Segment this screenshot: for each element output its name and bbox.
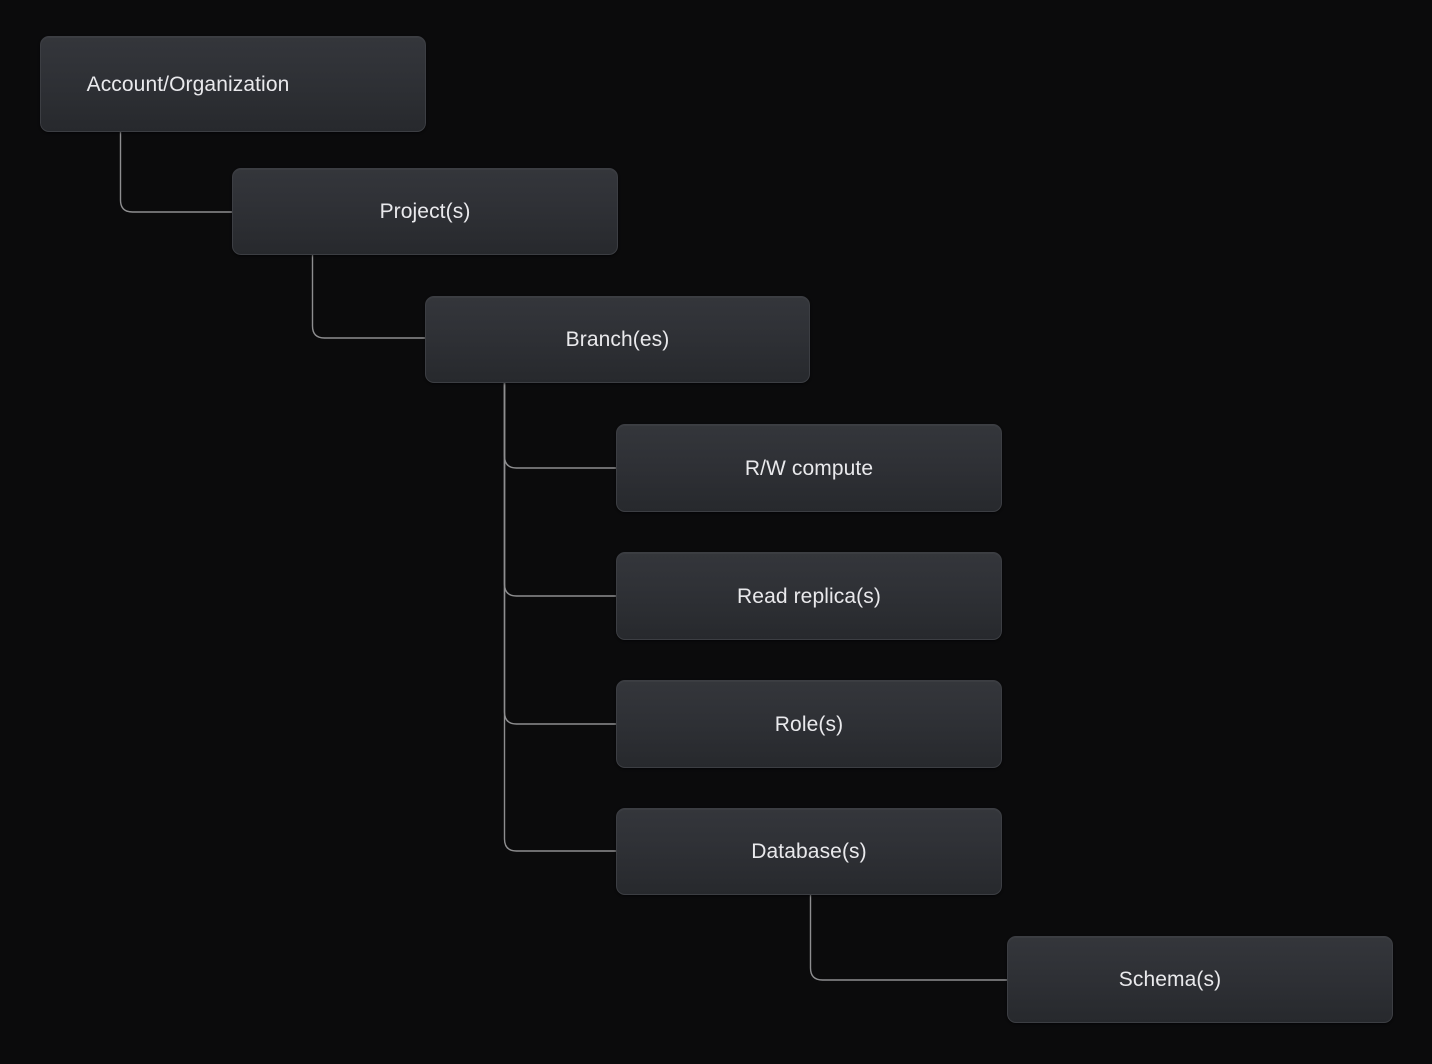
node-label: Database(s) — [751, 840, 867, 863]
node-label: Branch(es) — [565, 328, 670, 351]
node-project[interactable]: Project(s) — [232, 168, 618, 255]
node-branch[interactable]: Branch(es) — [425, 296, 810, 383]
node-account-organization[interactable]: Account/Organization — [40, 36, 426, 132]
node-label: Role(s) — [774, 712, 844, 736]
node-label: Account/Organization — [86, 72, 290, 96]
node-database[interactable]: Database(s) — [616, 808, 1002, 895]
node-rw-compute[interactable]: R/W compute — [616, 424, 1002, 512]
edge-account-to-project — [119, 131, 233, 213]
node-label: Schema(s) — [1118, 968, 1222, 991]
edge-database-to-schema — [809, 894, 1008, 981]
edge-branch-to-role — [503, 382, 617, 725]
edge-branch-to-database — [503, 382, 617, 852]
edge-branch-to-rw — [503, 382, 617, 469]
node-label: Project(s) — [379, 200, 471, 223]
node-schema[interactable]: Schema(s) — [1007, 936, 1393, 1023]
node-read-replica[interactable]: Read replica(s) — [616, 552, 1002, 640]
edge-branch-to-replica — [503, 382, 617, 597]
node-label: Read replica(s) — [737, 584, 881, 608]
edge-project-to-branch — [311, 254, 426, 339]
node-label: R/W compute — [744, 456, 874, 480]
node-role[interactable]: Role(s) — [616, 680, 1002, 768]
